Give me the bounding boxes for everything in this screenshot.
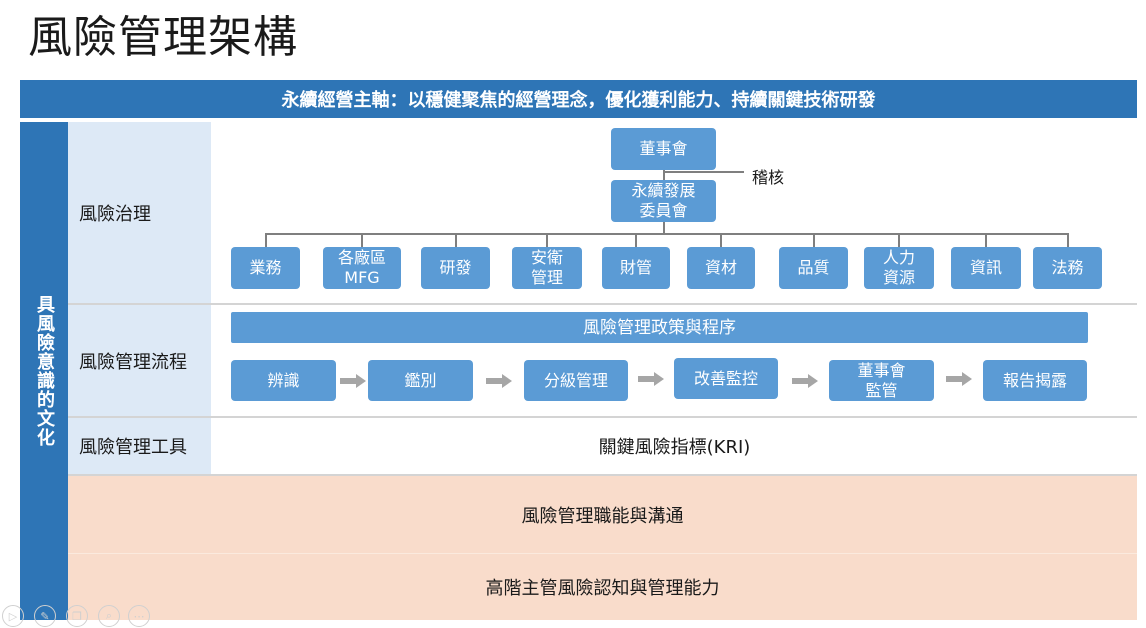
peach-divider bbox=[68, 553, 1137, 554]
org-bus-line bbox=[265, 233, 1068, 235]
copy-icon[interactable]: ❐ bbox=[66, 605, 88, 627]
step-line1: 辨識 bbox=[267, 370, 300, 390]
dept-box: 法務 bbox=[1033, 247, 1102, 289]
dept-connector bbox=[813, 233, 815, 247]
dept-box: 研發 bbox=[421, 247, 490, 289]
dept-connector bbox=[898, 233, 900, 247]
committee-box: 永續發展 委員會 bbox=[611, 180, 716, 222]
row-label-process: 風險管理流程 bbox=[68, 305, 211, 416]
committee-line1: 永續發展 bbox=[631, 181, 696, 200]
functions-row: 風險管理職能與溝通 bbox=[68, 476, 1137, 553]
dept-connector bbox=[1067, 233, 1069, 247]
dept-box: 品質 bbox=[779, 247, 848, 289]
dept-line1: 安衛 bbox=[530, 248, 563, 267]
dept-box: 資訊 bbox=[951, 247, 1021, 289]
committee-line2: 委員會 bbox=[639, 201, 688, 220]
dept-connector bbox=[985, 233, 987, 247]
dept-line2: 管理 bbox=[530, 268, 563, 287]
dept-line2: MFG bbox=[344, 268, 380, 287]
play-icon[interactable]: ▷ bbox=[2, 605, 24, 627]
dept-line1: 法務 bbox=[1051, 258, 1084, 277]
dept-line1: 品質 bbox=[797, 258, 830, 277]
dept-line1: 資訊 bbox=[969, 258, 1002, 277]
dept-box: 各廠區 MFG bbox=[323, 247, 401, 289]
dept-connector bbox=[720, 233, 722, 247]
dept-box: 財管 bbox=[602, 247, 670, 289]
process-step: 辨識 bbox=[231, 360, 336, 401]
dept-line1: 各廠區 bbox=[337, 248, 386, 267]
arrow-right-icon bbox=[486, 374, 512, 388]
pen-icon[interactable]: ✎ bbox=[34, 605, 56, 627]
board-box: 董事會 bbox=[611, 128, 716, 170]
dept-box: 安衛 管理 bbox=[512, 247, 582, 289]
step-line1: 鑑別 bbox=[404, 370, 437, 390]
dept-box: 人力 資源 bbox=[864, 247, 934, 289]
policy-bar: 風險管理政策與程序 bbox=[231, 312, 1088, 343]
row-label-governance: 風險治理 bbox=[68, 122, 211, 303]
process-step: 改善監控 bbox=[674, 358, 778, 399]
step-line1: 報告揭露 bbox=[1002, 370, 1067, 390]
arrow-right-icon bbox=[340, 374, 366, 388]
row-divider bbox=[68, 474, 1137, 476]
culture-bar: 具風險意識的文化 bbox=[20, 122, 68, 620]
dept-line1: 人力 bbox=[882, 248, 915, 267]
dept-line2: 資源 bbox=[882, 268, 915, 287]
page-title: 風險管理架構 bbox=[28, 12, 298, 63]
strategy-banner: 永續經營主軸：以穩健聚焦的經營理念，優化獲利能力、持續關鍵技術研發 bbox=[20, 80, 1137, 118]
row-label-tools: 風險管理工具 bbox=[68, 418, 211, 474]
process-step: 鑑別 bbox=[368, 360, 473, 401]
step-line1: 改善監控 bbox=[693, 368, 758, 388]
dept-connector bbox=[455, 233, 457, 247]
dept-box: 資材 bbox=[687, 247, 755, 289]
dept-box: 業務 bbox=[231, 247, 300, 289]
zoom-icon[interactable]: ⌕ bbox=[98, 605, 120, 627]
more-icon[interactable]: ⋯ bbox=[128, 605, 150, 627]
dept-connector bbox=[265, 233, 267, 247]
dept-line1: 研發 bbox=[439, 258, 472, 277]
dept-connector bbox=[635, 233, 637, 247]
row-divider bbox=[68, 303, 1137, 305]
arrow-right-icon bbox=[638, 372, 664, 386]
dept-connector bbox=[546, 233, 548, 247]
kri-label: 關鍵風險指標(KRI) bbox=[598, 437, 751, 458]
audit-label: 稽核 bbox=[752, 168, 785, 187]
arrow-right-icon bbox=[946, 372, 972, 386]
dept-line1: 業務 bbox=[249, 258, 282, 277]
dept-line1: 財管 bbox=[619, 258, 652, 277]
dept-connector bbox=[361, 233, 363, 247]
step-line1: 董事會 bbox=[857, 360, 906, 380]
process-step: 董事會 監管 bbox=[829, 360, 934, 401]
awareness-row: 高階主管風險認知與管理能力 bbox=[68, 554, 1137, 620]
arrow-right-icon bbox=[792, 374, 818, 388]
audit-connector bbox=[664, 171, 744, 173]
org-connector bbox=[663, 222, 665, 234]
process-step: 報告揭露 bbox=[983, 360, 1087, 401]
step-line2: 監管 bbox=[865, 380, 898, 400]
org-connector bbox=[663, 170, 665, 180]
process-step: 分級管理 bbox=[524, 360, 628, 401]
row-divider bbox=[68, 416, 1137, 418]
dept-line1: 資材 bbox=[704, 258, 737, 277]
step-line1: 分級管理 bbox=[543, 370, 608, 390]
